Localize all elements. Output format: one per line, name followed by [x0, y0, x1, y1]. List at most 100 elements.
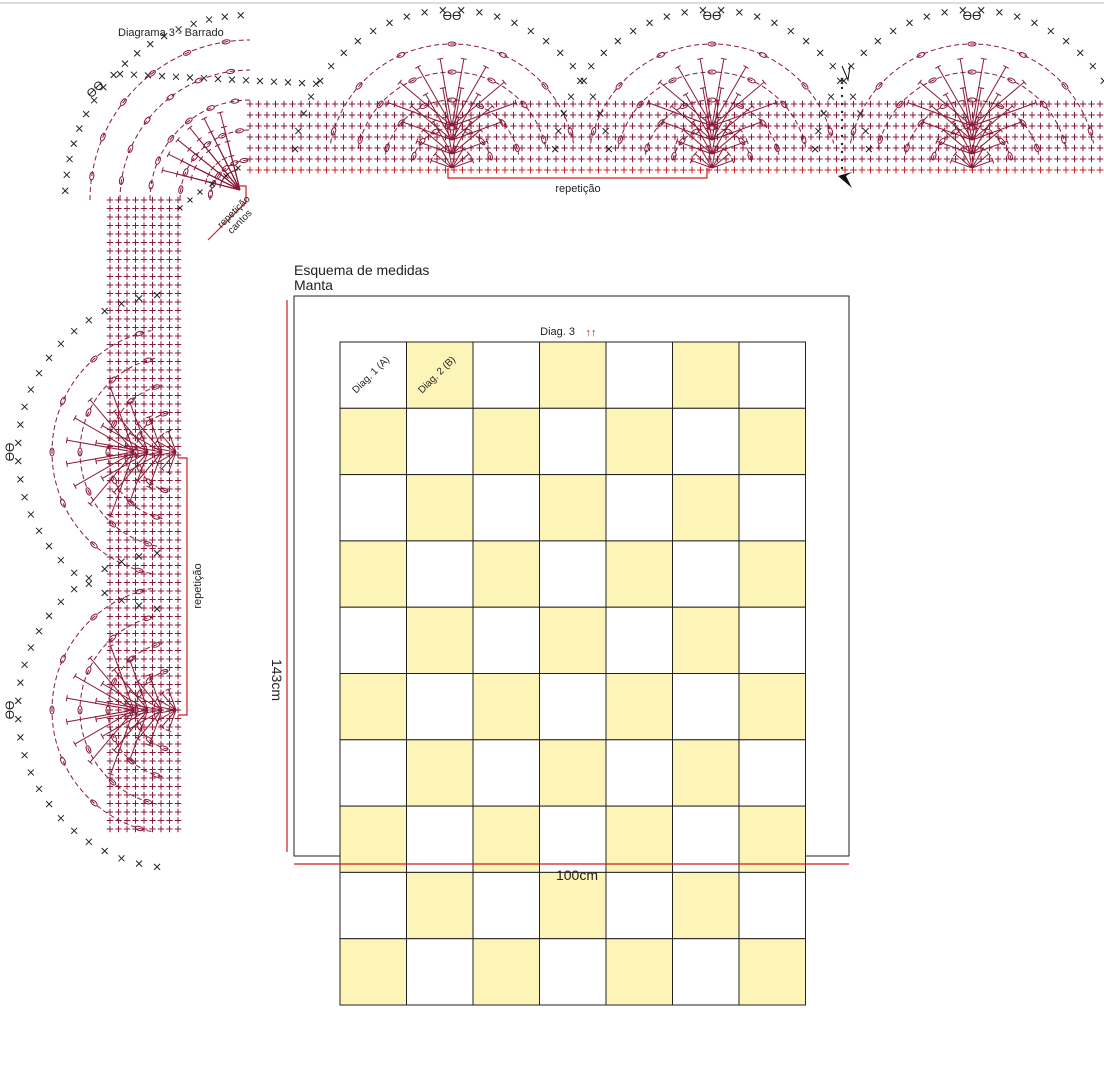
sc-stitch — [149, 231, 155, 237]
sc-stitch — [510, 156, 516, 162]
sc-stitch — [149, 503, 155, 509]
grid-square — [606, 541, 673, 607]
edge-stitch — [206, 17, 212, 23]
sc-stitch — [115, 197, 121, 203]
edge-stitch — [71, 828, 77, 834]
sc-stitch — [281, 145, 287, 151]
sc-stitch — [918, 134, 924, 140]
grid-square — [340, 607, 407, 673]
sc-stitch — [561, 134, 567, 140]
sc-stitch — [621, 134, 627, 140]
sc-stitch — [132, 341, 138, 347]
edge-stitch — [828, 94, 834, 100]
sc-stitch — [175, 282, 181, 288]
sc-stitch — [166, 647, 172, 653]
sc-stitch — [961, 167, 967, 173]
grid-square — [407, 475, 474, 541]
sc-stitch — [166, 596, 172, 602]
sc-stitch — [166, 758, 172, 764]
sc-stitch — [115, 282, 121, 288]
edge-stitch — [229, 77, 235, 83]
edge-stitch — [236, 166, 241, 171]
sc-stitch — [663, 156, 669, 162]
sc-stitch — [332, 156, 338, 162]
sc-stitch — [893, 134, 899, 140]
edge-stitch — [22, 662, 28, 668]
sc-stitch — [107, 622, 113, 628]
sc-stitch — [107, 749, 113, 755]
sc-stitch — [621, 156, 627, 162]
sc-stitch — [247, 134, 253, 140]
sc-stitch — [141, 282, 147, 288]
dc-top — [73, 673, 76, 678]
sc-stitch — [175, 664, 181, 670]
edge-stitch — [803, 38, 809, 44]
sc-stitch — [175, 613, 181, 619]
sc-stitch — [141, 273, 147, 279]
sc-stitch — [141, 256, 147, 262]
grid-square — [540, 607, 607, 673]
sc-stitch — [944, 156, 950, 162]
dc-top — [697, 58, 703, 59]
sc-stitch — [578, 145, 584, 151]
sc-stitch — [124, 324, 130, 330]
sc-stitch — [272, 112, 278, 118]
sc-stitch — [468, 134, 474, 140]
sc-stitch — [107, 826, 113, 832]
grid-square — [739, 607, 806, 673]
sc-stitch — [791, 156, 797, 162]
sc-stitch — [115, 605, 121, 611]
sc-stitch — [141, 775, 147, 781]
sc-stitch — [149, 214, 155, 220]
sc-stitch — [604, 167, 610, 173]
edge-stitch — [301, 111, 307, 117]
edge-stitch — [36, 628, 42, 634]
sc-stitch — [132, 290, 138, 296]
sc-stitch — [141, 579, 147, 585]
sc-stitch — [158, 350, 164, 356]
sc-stitch — [107, 214, 113, 220]
sc-stitch — [141, 817, 147, 823]
edge-stitch — [58, 599, 64, 605]
sc-stitch — [124, 605, 130, 611]
sc-stitch — [306, 134, 312, 140]
sc-stitch — [149, 316, 155, 322]
sc-stitch — [519, 134, 525, 140]
sc-stitch — [175, 426, 181, 432]
sc-stitch — [149, 333, 155, 339]
sc-stitch — [680, 123, 686, 129]
dc-stitch — [951, 160, 972, 168]
sc-stitch — [107, 248, 113, 254]
sc-stitch — [149, 664, 155, 670]
sc-stitch — [132, 605, 138, 611]
sc-stitch — [740, 156, 746, 162]
sc-stitch — [166, 800, 172, 806]
sc-stitch — [289, 156, 295, 162]
edge-stitch — [736, 9, 742, 15]
grid-square — [407, 408, 474, 474]
chain-stitch — [499, 51, 508, 58]
chain-stitch — [657, 51, 666, 58]
dc-top — [73, 741, 76, 746]
sc-stitch — [158, 248, 164, 254]
sc-stitch — [731, 167, 737, 173]
sc-stitch — [383, 112, 389, 118]
sc-stitch — [927, 145, 933, 151]
sc-stitch — [434, 167, 440, 173]
grid-square — [540, 342, 607, 408]
sc-stitch — [357, 101, 363, 107]
sc-stitch — [808, 123, 814, 129]
sc-stitch — [893, 123, 899, 129]
sc-stitch — [264, 123, 270, 129]
sc-stitch — [149, 239, 155, 245]
edge-stitch — [1014, 14, 1020, 20]
sc-stitch — [349, 145, 355, 151]
grid-square — [540, 674, 607, 740]
dc-stitch — [130, 452, 148, 502]
sc-stitch — [141, 197, 147, 203]
sc-stitch — [141, 316, 147, 322]
sc-stitch — [400, 156, 406, 162]
sc-stitch — [604, 156, 610, 162]
sc-stitch — [578, 123, 584, 129]
sc-stitch — [306, 101, 312, 107]
